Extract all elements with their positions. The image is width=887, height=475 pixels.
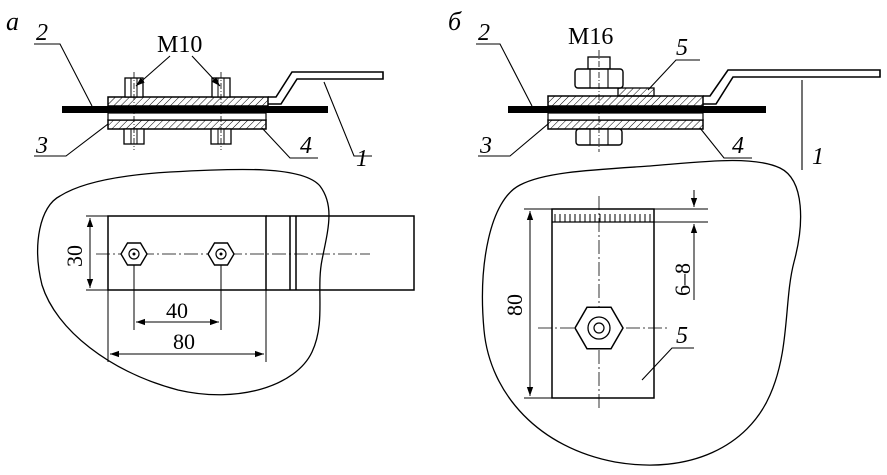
panel-a: а <box>6 7 415 396</box>
thread-label-m10: М10 <box>157 32 202 58</box>
callout-a-3: 3 <box>35 133 48 159</box>
panel-a-plan-view: 30 40 80 <box>37 168 415 396</box>
callout-b-5-top: 5 <box>676 35 688 61</box>
nut-left <box>120 242 148 266</box>
spacer-b <box>547 112 704 121</box>
conductor-bar <box>62 106 328 113</box>
m10-leader-left <box>135 55 171 87</box>
dim-30: 30 <box>62 245 87 267</box>
thread-label-m16: М16 <box>568 24 613 50</box>
panel-b: б М16 2 <box>448 7 881 466</box>
leader-b-3 <box>478 123 549 157</box>
bolt-m16 <box>574 50 624 152</box>
panel-b-plan-view: 80 6–8 5 <box>481 159 802 466</box>
panel-a-label: а <box>6 7 19 36</box>
leader-3 <box>34 123 109 157</box>
nut-right <box>207 242 235 266</box>
leader-4 <box>261 127 318 159</box>
strip-plan <box>290 215 415 291</box>
plate-5-section <box>617 87 655 97</box>
dim-6-8: 6–8 <box>670 263 695 296</box>
leader-2 <box>34 43 93 107</box>
spacer <box>107 112 267 121</box>
top-strap-b <box>547 95 704 107</box>
surface-outline <box>37 168 330 396</box>
plate-5-plan <box>551 208 655 399</box>
callout-a-4: 4 <box>300 133 312 159</box>
m10-leader-right <box>191 55 221 87</box>
callout-b-5-plan: 5 <box>676 323 688 349</box>
panel-b-label: б <box>448 7 462 36</box>
callout-b-1: 1 <box>812 144 824 170</box>
surface-outline-b <box>481 159 802 466</box>
callout-a-1: 1 <box>356 146 368 172</box>
dim-40: 40 <box>166 298 188 323</box>
bent-strip-b <box>703 69 881 105</box>
leader-b-5-plan <box>641 347 694 381</box>
dim-80: 80 <box>173 329 195 354</box>
nut-m16 <box>574 306 624 350</box>
top-strap <box>107 96 269 107</box>
bent-strip <box>268 71 384 105</box>
conductor-bar-b <box>508 106 766 113</box>
leader-b-4 <box>699 127 752 159</box>
bottom-clamp-plate <box>107 119 267 130</box>
leader-b-5 <box>647 59 700 91</box>
leader-1 <box>323 81 372 157</box>
notches <box>554 214 651 222</box>
bottom-plate-b <box>547 119 704 130</box>
panel-b-section-view: М16 2 3 4 5 1 <box>476 20 881 170</box>
callout-b-4: 4 <box>732 133 744 159</box>
callout-a-2: 2 <box>36 20 48 46</box>
dim-80-b: 80 <box>502 294 527 316</box>
panel-a-section-view: М10 2 3 4 1 <box>34 20 384 172</box>
leader-b-2 <box>476 43 533 107</box>
callout-b-2: 2 <box>478 20 490 46</box>
callout-b-3: 3 <box>479 133 492 159</box>
